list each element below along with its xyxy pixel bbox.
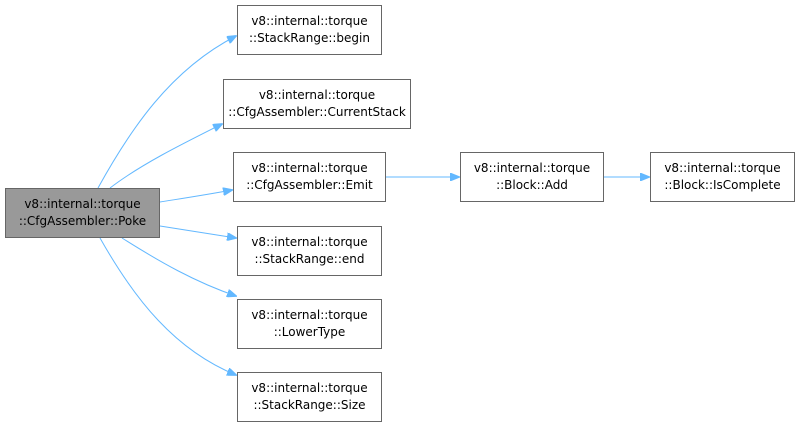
node-label-line1: v8::internal::torque	[258, 88, 376, 102]
node-label-line2: ::StackRange::Size	[253, 398, 366, 412]
node-label-line2: ::CfgAssembler::Emit	[246, 178, 373, 192]
node-block-iscomplete[interactable]: v8::internal::torque ::Block::IsComplete	[650, 152, 795, 202]
node-lowertype[interactable]: v8::internal::torque ::LowerType	[237, 299, 382, 349]
edge-poke-to-cfgassembler-currentstack	[109, 124, 222, 189]
node-label-line1: v8::internal::torque	[251, 381, 368, 395]
node-cfgassembler-poke: v8::internal::torque ::CfgAssembler::Pok…	[5, 188, 160, 238]
node-label-line1: v8::internal::torque	[24, 197, 141, 211]
node-label-line2: ::Block::Add	[496, 178, 568, 192]
node-label-line1: v8::internal::torque	[251, 161, 368, 175]
edge-poke-to-cfgassembler-emit	[159, 190, 232, 203]
node-label-line2: ::CfgAssembler::CurrentStack	[228, 105, 406, 119]
edge-poke-to-stackrange-size	[99, 237, 236, 375]
edge-poke-to-stackrange-end	[159, 225, 236, 238]
node-stackrange-begin[interactable]: v8::internal::torque ::StackRange::begin	[237, 5, 382, 55]
node-label-line2: ::StackRange::end	[254, 252, 365, 266]
node-label-line2: ::LowerType	[273, 325, 346, 339]
node-stackrange-size[interactable]: v8::internal::torque ::StackRange::Size	[237, 372, 382, 422]
node-label-line1: v8::internal::torque	[251, 235, 368, 249]
node-block-add[interactable]: v8::internal::torque ::Block::Add	[460, 152, 604, 202]
node-label-line2: ::CfgAssembler::Poke	[18, 214, 147, 228]
node-label-line1: v8::internal::torque	[251, 14, 368, 28]
node-label-line1: v8::internal::torque	[664, 161, 781, 175]
edge-poke-to-lowertype	[121, 237, 236, 296]
node-label-line1: v8::internal::torque	[251, 308, 368, 322]
edge-poke-to-stackrange-begin	[97, 36, 236, 189]
node-label-line2: ::StackRange::begin	[249, 31, 370, 45]
node-cfgassembler-emit[interactable]: v8::internal::torque ::CfgAssembler::Emi…	[233, 152, 386, 202]
node-cfgassembler-currentstack[interactable]: v8::internal::torque ::CfgAssembler::Cur…	[223, 79, 411, 129]
node-label-line2: ::Block::IsComplete	[664, 178, 781, 192]
node-stackrange-end[interactable]: v8::internal::torque ::StackRange::end	[237, 226, 382, 276]
node-label-line1: v8::internal::torque	[473, 161, 591, 175]
